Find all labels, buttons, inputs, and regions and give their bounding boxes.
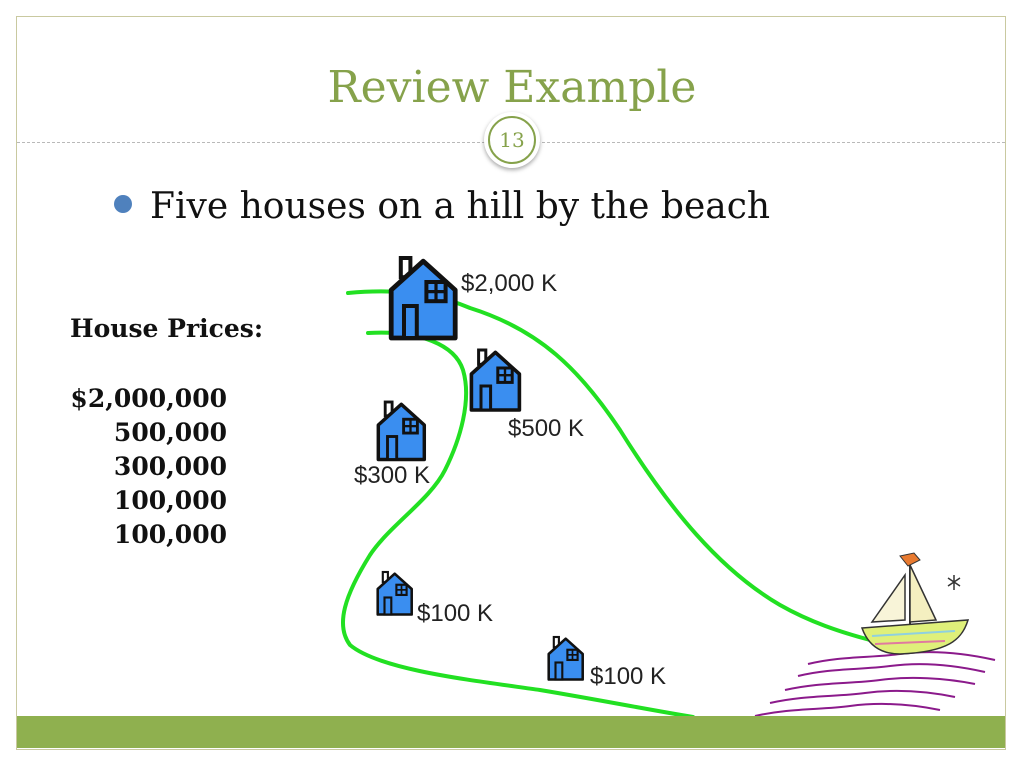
bullet-icon — [114, 195, 132, 213]
price-item: 300,000 — [113, 452, 227, 481]
slide-number: 13 — [488, 116, 536, 164]
house-icon — [376, 400, 427, 462]
hill-outline-left — [341, 330, 695, 719]
house-icon — [469, 348, 522, 412]
price-item: 100,000 — [113, 520, 227, 549]
sailboat-icon — [860, 552, 970, 655]
slide-title: Review Example — [327, 62, 697, 113]
slide-number-badge: 13 — [484, 112, 540, 168]
prices-heading: House Prices: — [70, 314, 264, 343]
bullet-text: Five houses on a hill by the beach — [150, 186, 771, 227]
wave-lines — [754, 651, 996, 717]
house-icon — [376, 570, 413, 616]
slide-frame — [16, 16, 1006, 750]
house-price-label: $100 K — [590, 663, 667, 690]
price-item: 500,000 — [113, 418, 227, 447]
footer-bar — [17, 716, 1005, 748]
price-item: 100,000 — [113, 486, 227, 515]
house-price-label: $100 K — [417, 600, 494, 627]
house-icon — [391, 258, 455, 338]
house-price-label: $500 K — [508, 415, 585, 442]
house-price-label: $300 K — [354, 462, 431, 489]
house-icon — [547, 635, 584, 681]
price-item: $2,000,000 — [70, 384, 227, 413]
house-price-label: $2,000 K — [461, 270, 558, 297]
